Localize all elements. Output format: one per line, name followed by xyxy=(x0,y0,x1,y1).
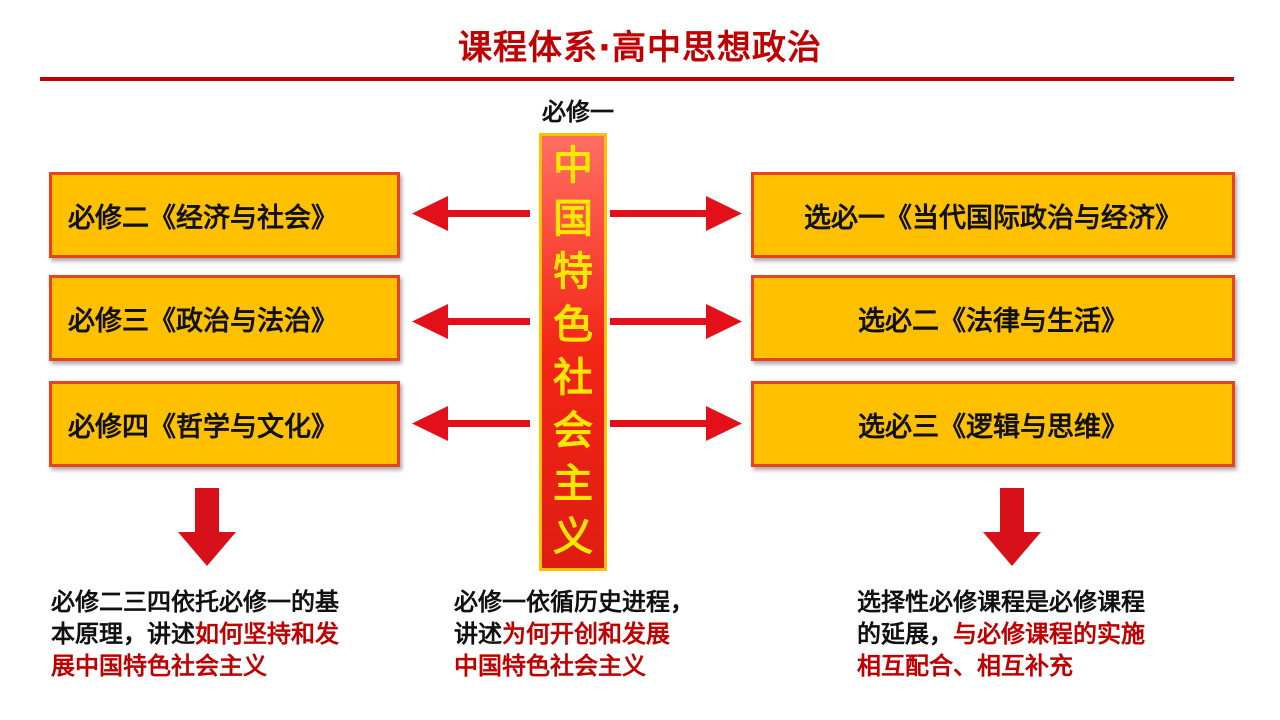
description-text: 讲述 xyxy=(454,620,502,648)
left-arrow-icon xyxy=(412,304,530,339)
down-arrow-icon xyxy=(178,488,236,566)
title-divider xyxy=(40,77,1234,81)
description-highlight: 中国特色社会主义 xyxy=(454,652,646,680)
description-line: 必修二三四依托必修一的基 xyxy=(51,588,339,616)
center-char: 主 xyxy=(553,461,593,507)
elective-2-box: 选必二《法律与生活》 xyxy=(751,275,1235,361)
page-title: 课程体系·高中思想政治 xyxy=(458,28,822,68)
left-arrow-icon xyxy=(412,406,530,441)
compulsory-4-box: 必修四《哲学与文化》 xyxy=(49,381,400,467)
center-char: 义 xyxy=(553,514,593,560)
elective-description: 选择性必修课程是必修课程 的延展，与必修课程的实施 相互配合、相互补充 xyxy=(857,586,1145,682)
right-arrow-icon xyxy=(610,196,742,231)
compulsory-4-label: 必修四《哲学与文化》 xyxy=(68,411,338,443)
description-line: 讲述为何开创和发展 xyxy=(454,618,694,650)
description-highlight: 展中国特色社会主义 xyxy=(51,652,267,680)
center-char: 特 xyxy=(553,249,593,295)
description-text: 本原理，讲述 xyxy=(51,620,195,648)
elective-3-box: 选必三《逻辑与思维》 xyxy=(751,381,1235,467)
right-arrow-icon xyxy=(610,304,742,339)
description-highlight: 为何开创和发展 xyxy=(502,620,670,648)
description-line: 本原理，讲述如何坚持和发 xyxy=(51,618,339,650)
center-char: 会 xyxy=(553,408,593,454)
center-char: 色 xyxy=(553,302,593,348)
elective-1-label: 选必一《当代国际政治与经济》 xyxy=(804,202,1182,234)
center-column-box: 中 国 特 色 社 会 主 义 xyxy=(539,133,607,571)
description-highlight: 与必修课程的实施 xyxy=(953,620,1145,648)
center-char: 国 xyxy=(553,196,593,242)
description-highlight: 相互配合、相互补充 xyxy=(857,652,1073,680)
center-description: 必修一依循历史进程， 讲述为何开创和发展 中国特色社会主义 xyxy=(454,586,694,682)
description-text: 的延展， xyxy=(857,620,953,648)
description-line: 选择性必修课程是必修课程 xyxy=(857,588,1145,616)
compulsory-3-box: 必修三《政治与法治》 xyxy=(49,275,400,361)
elective-1-box: 选必一《当代国际政治与经济》 xyxy=(751,172,1235,258)
left-arrow-icon xyxy=(412,196,530,231)
description-line: 的延展，与必修课程的实施 xyxy=(857,618,1145,650)
compulsory-2-box: 必修二《经济与社会》 xyxy=(49,172,400,258)
down-arrow-icon xyxy=(983,488,1041,566)
center-char: 中 xyxy=(553,143,593,189)
elective-3-label: 选必三《逻辑与思维》 xyxy=(858,411,1128,443)
center-char: 社 xyxy=(553,355,593,401)
center-label: 必修一 xyxy=(542,98,614,126)
right-arrow-icon xyxy=(610,406,742,441)
compulsory-2-label: 必修二《经济与社会》 xyxy=(68,202,338,234)
description-highlight: 如何坚持和发 xyxy=(195,620,339,648)
description-line: 必修一依循历史进程， xyxy=(454,588,694,616)
elective-2-label: 选必二《法律与生活》 xyxy=(858,305,1128,337)
compulsory-3-label: 必修三《政治与法治》 xyxy=(68,305,338,337)
compulsory-description: 必修二三四依托必修一的基 本原理，讲述如何坚持和发 展中国特色社会主义 xyxy=(51,586,339,682)
